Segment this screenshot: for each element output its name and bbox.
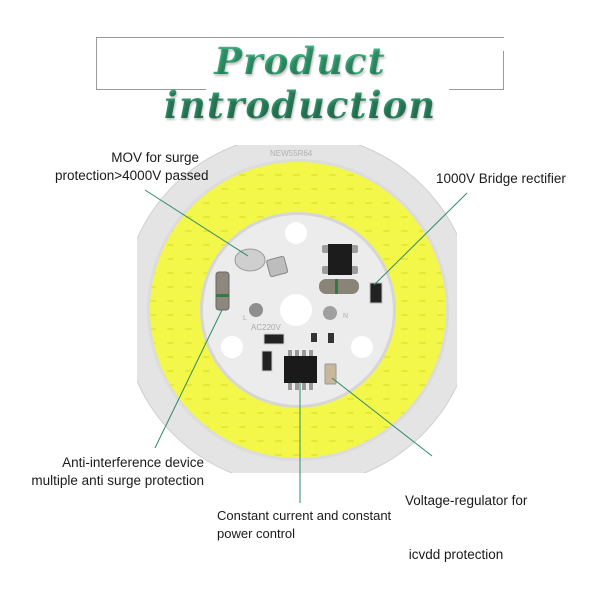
frame-border-bottom-right [449,89,504,90]
leader-line-anti-interference [154,309,223,449]
silkscreen-input: AC220V [251,323,281,332]
callout-bridge-line-1: 1000V Bridge rectifier [436,171,566,186]
leader-line-bridge [373,192,468,286]
callout-anti-interference: Anti-interference device multiple anti s… [6,454,204,490]
resistor-r1 [263,333,285,345]
callout-voltage-regulator-line-2: icvdd protection [405,547,504,562]
callout-voltage-regulator: Voltage-regulator for icvdd protection [405,456,527,582]
bridge-rectifier [319,244,383,304]
title-frame: Product introduction [96,37,504,127]
frame-border-bottom-left [96,89,206,90]
leader-lines [144,189,468,503]
driver-ic [284,350,317,390]
leader-line-mov [144,189,249,257]
mounting-holes [221,222,373,358]
silkscreen-model: NEW55R64 [270,149,313,158]
frame-border-left [96,37,97,89]
callout-mov: MOV for surge protection>4000V passed [55,149,209,185]
pad-label-l: L [243,315,247,322]
resistor-r4 [328,333,334,343]
pad-line [249,303,263,317]
callout-voltage-regulator-line-1: Voltage-regulator for [405,493,528,508]
callout-constant-current-line-1: Constant current and constant [217,508,392,523]
pad-neutral [323,306,337,320]
callout-bridge: 1000V Bridge rectifier [436,170,566,188]
callout-mov-line-2: protection>4000V passed [55,168,209,183]
callout-constant-current: Constant current and constant power cont… [217,507,391,543]
anti-interference-inductor [215,271,230,311]
page-title: Product introduction [96,39,504,127]
resistor-r2 [261,350,273,372]
resistor-r3 [311,333,317,342]
pad-label-n: N [343,313,348,320]
mov-varistor [234,248,289,278]
callout-anti-interference-line-1: Anti-interference device [62,455,204,470]
capacitor-c1 [324,363,337,385]
callout-anti-interference-line-2: multiple anti surge protection [31,473,204,488]
callout-mov-line-1: MOV for surge [111,150,199,165]
callout-constant-current-line-2: power control [217,526,296,541]
frame-border-right [503,51,504,90]
frame-border-top [96,37,504,38]
leader-line-voltage-regulator [331,377,433,457]
